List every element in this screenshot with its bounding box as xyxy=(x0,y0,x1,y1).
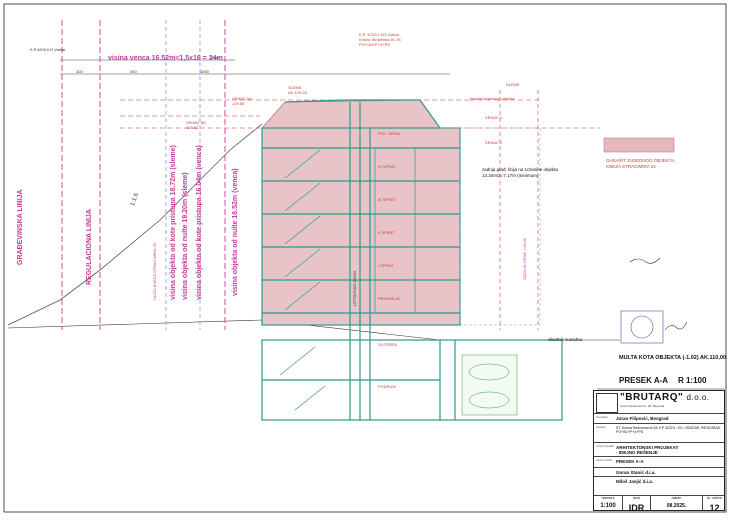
level-i-sprat: I SPRAT xyxy=(378,263,394,268)
author-row-2: Miloš Janjić d.i.a. xyxy=(594,476,724,485)
venac-label-1: VENAC AK 129.56 xyxy=(232,96,253,106)
company-name-text: "BRUTARQ" xyxy=(620,392,684,403)
fasada-label: fasada susednog objekta xyxy=(470,96,515,101)
dim-1000: 1000 xyxy=(200,69,209,74)
height-note-2: visina objekta od nulte 19.20m (sleme) xyxy=(182,172,189,300)
garage-area xyxy=(461,354,518,416)
level-iv-sprat: IV SPRAT xyxy=(378,164,396,169)
sheet-no-label: br. crteža xyxy=(707,496,722,500)
sheet-no-value: 12 xyxy=(709,503,720,513)
phase-value: IDR xyxy=(628,503,645,513)
author-1: Goran Stanić d.i.a. xyxy=(616,470,656,475)
level-ii-sprat: II SPRAT xyxy=(378,230,395,235)
height-note-4: visina objekta od nulte 16.52m (venca) xyxy=(232,168,239,296)
stamp xyxy=(620,310,664,344)
section-title-text: PRESEK A-A xyxy=(619,376,668,385)
building-structure xyxy=(261,99,563,421)
project-row: vrsta projekta ARHITEKTONSKI PROJEKAT - … xyxy=(594,442,724,456)
right-venac2: VENAC 2 xyxy=(485,140,503,145)
height-note-3: visina objekta od kote pristupa 16.04m (… xyxy=(196,145,203,300)
level-prizemlje: PRIZEMLJE xyxy=(378,296,401,301)
object-label: objekat xyxy=(596,425,606,429)
stair-flights xyxy=(279,149,326,411)
object-value: ST. Kneza Stracimira br.28, KP 4222/1, K… xyxy=(616,426,721,434)
author-2: Miloš Janjić d.i.a. xyxy=(616,479,654,484)
level-suteren: SUTEREN xyxy=(378,342,398,347)
project-label: vrsta projekta xyxy=(596,444,615,448)
date-label: datum xyxy=(671,496,682,500)
object-row: objekat ST. Kneza Stracimira br.28, KP 4… xyxy=(594,423,724,442)
company-name: "BRUTARQ" d.o.o. xyxy=(620,392,710,403)
title-block: "BRUTARQ" d.o.o. Kneza Stracimira br. 28… xyxy=(593,390,726,513)
sheet-no-cell: br. crteža 12 xyxy=(702,496,726,513)
level-pot-sprat: POT. SPRAT xyxy=(378,131,402,136)
signature xyxy=(664,321,688,331)
regulaciona-label: REGULACIONA LINIJA xyxy=(86,209,93,285)
section-title: PRESEK A-A R 1:100 xyxy=(619,376,706,385)
obodni-label: obodnik susedna xyxy=(548,337,583,342)
height-limit: visina venca 16.52m<1,5x16 = 24m xyxy=(108,55,223,62)
top-note-right: K.P. 4222/1 KO Vračar Kneza Stracimira b… xyxy=(359,32,401,47)
neighbor-gabarit-legend xyxy=(603,137,675,153)
dim-1600: 1600 xyxy=(210,55,219,60)
gabarit-label: GABARIT SUSEDNOG OBJEKTA, KNEZA STRACIMI… xyxy=(606,158,676,169)
project-sub: - IDEJNO REŠENJE xyxy=(616,450,658,455)
gradjevinska-label: GRAĐEVINSKA LINIJA xyxy=(17,189,24,265)
level-sleme: SLEME AK.129.28 xyxy=(288,85,307,95)
zadnja-gl-note: zadnja građ. linija na 1/2visine objekta… xyxy=(482,167,559,178)
dim-300a: 300 xyxy=(76,69,83,74)
section-scale: R 1:100 xyxy=(677,376,707,385)
date-value: 08.2025. xyxy=(666,503,687,509)
investor-value: Joran Filipović, Beograd xyxy=(616,416,669,421)
phase-cell: faza IDR xyxy=(622,496,650,513)
author-row-1: Goran Stanić d.i.a. xyxy=(594,467,724,476)
scale-cell: razmera 1:100 xyxy=(594,496,622,511)
phase-label: faza xyxy=(633,496,640,500)
investor-label: investitor xyxy=(596,415,609,419)
company-suffix: d.o.o. xyxy=(686,393,710,402)
zadnja-rl-label: ZADNJA GRAĐ. LINIJA xyxy=(522,237,527,280)
venac-label-2: VENAC AK 126.52 xyxy=(186,120,207,130)
multa-kota: MULTA KOTA OBJEKTA (-1.02) AK.110,00 xyxy=(619,355,726,361)
scale-value: 1:100 xyxy=(600,503,616,509)
company-address: Kneza Stracimira br. 28, Beograd xyxy=(620,404,665,408)
street-label: ULICA KNEZA STRACIMIRA 28 xyxy=(152,243,157,300)
dim-300b: 300 xyxy=(130,69,137,74)
building-mass xyxy=(261,99,461,326)
level-iii-sprat: III SPRAT xyxy=(378,197,396,202)
sheet-name-row: naziv crteža PRESEK A-A xyxy=(594,456,724,467)
sheet-name-label: naziv crteža xyxy=(596,458,613,462)
level-podrum: PODRUM xyxy=(378,384,396,389)
height-note-1: visina objekta od kote pristupa 18.72m (… xyxy=(170,145,177,300)
date-cell: datum 08.2025. xyxy=(650,496,702,511)
lift-label: LIFTOVSKO OKNO xyxy=(352,270,357,306)
top-note-left: K.P.4209 KO Vračar xyxy=(30,47,66,52)
scale-label: razmera xyxy=(601,496,615,500)
bottom-row: razmera 1:100 faza IDR datum 08.2025. br… xyxy=(594,495,726,513)
project-value: ARHITEKTONSKI PROJEKAT xyxy=(616,445,679,450)
investor-row: investitor Joran Filipović, Beograd xyxy=(594,413,724,423)
sheet-name-value: PRESEK A-A xyxy=(616,459,644,464)
right-venac1: VENAC 1 xyxy=(485,115,503,120)
right-sleme: SLEME xyxy=(506,82,520,87)
terrain-line xyxy=(7,123,263,326)
company-logo-box xyxy=(596,393,618,413)
sheet-border xyxy=(3,3,727,513)
